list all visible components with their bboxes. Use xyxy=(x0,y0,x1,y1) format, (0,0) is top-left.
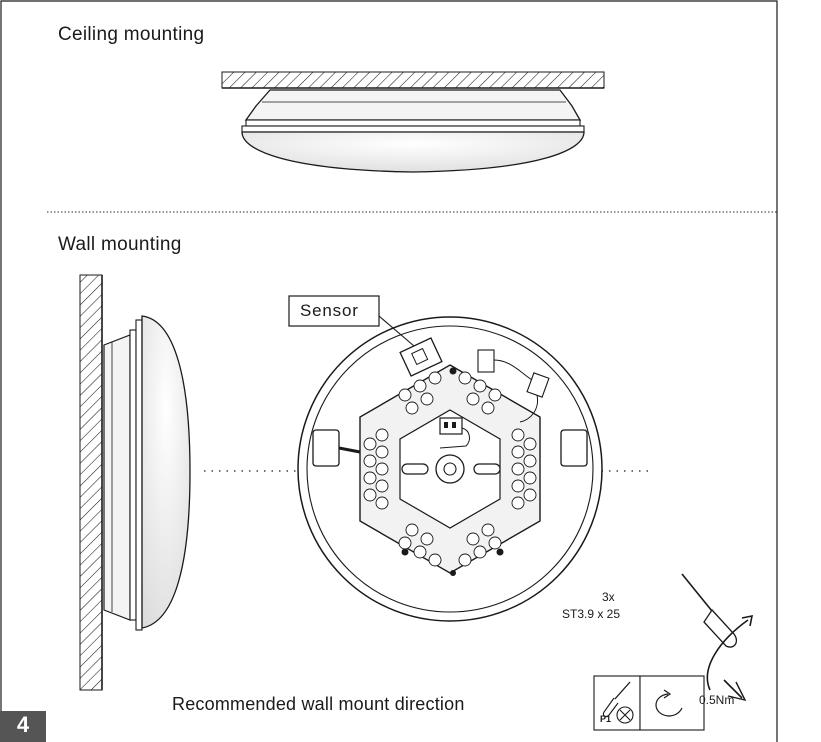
page-border xyxy=(0,0,778,742)
screwdriver-icon xyxy=(602,681,631,717)
screwdriver-bit-label: P1 xyxy=(600,714,612,724)
section-title-wall: Wall mounting xyxy=(58,234,182,255)
cross-screw-icon xyxy=(616,706,634,724)
lamp-base-top-view xyxy=(297,316,603,622)
wall-direction-caption: Recommended wall mount direction xyxy=(172,694,465,714)
page-number-badge xyxy=(0,711,46,742)
screw-count-label: 3x xyxy=(602,590,615,604)
torque-value: 0.5Nm xyxy=(699,693,735,707)
screw-spec-label: ST3.9 x 25 xyxy=(562,607,621,621)
ceiling-lamp-diffuser xyxy=(241,131,585,173)
torque-icon xyxy=(655,689,683,717)
wall-surface xyxy=(79,274,103,691)
sensor-label: Sensor xyxy=(300,301,359,320)
page-number: 4 xyxy=(16,712,30,737)
sensor-leader-line xyxy=(378,315,415,347)
sensor-module xyxy=(399,337,443,377)
rotation-arrow-icon xyxy=(706,614,754,702)
wall-side-illustration xyxy=(79,274,191,691)
section-title-ceiling: Ceiling mounting xyxy=(58,24,205,45)
sensor-callout-box xyxy=(288,295,380,327)
ceiling-illustration xyxy=(221,71,605,173)
wall-lamp-diffuser xyxy=(141,315,191,629)
ceiling-surface xyxy=(221,71,605,89)
torque-box xyxy=(639,675,705,731)
